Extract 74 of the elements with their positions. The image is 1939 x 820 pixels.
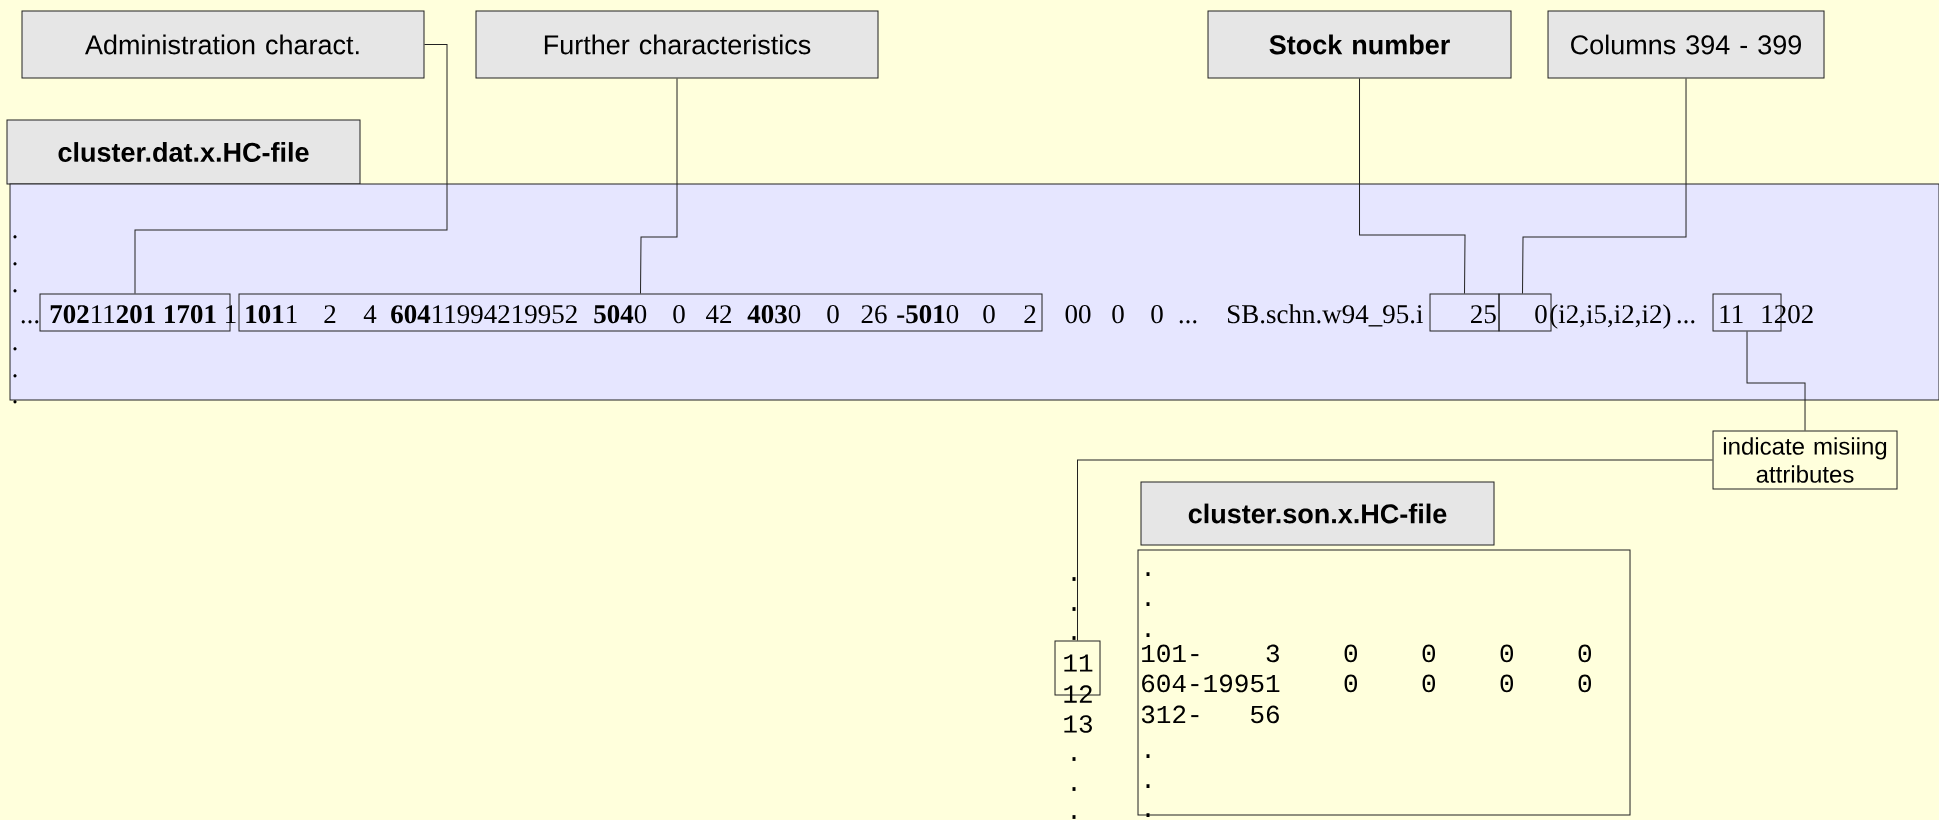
record-text: . <box>1146 602 1150 606</box>
record-text: . <box>1146 754 1150 758</box>
record-text: . <box>1146 572 1150 576</box>
record-text: 25 <box>1471 305 1496 324</box>
record-text: 4 <box>363 305 377 323</box>
record-text: 0 <box>1422 674 1435 693</box>
file-title-box: cluster.son.x.HC-file <box>1140 481 1495 546</box>
record-text: . <box>13 289 17 293</box>
record-text: 0 <box>1535 305 1547 324</box>
leader-line <box>1522 78 1687 294</box>
record-text: . <box>13 400 17 404</box>
record-text: 4030 <box>747 305 801 324</box>
leader-line <box>1077 459 1713 641</box>
record-text: (i2,i5,i2,i2) <box>1550 304 1671 329</box>
record-text: ... <box>1677 320 1695 324</box>
line-number: 12 <box>1064 685 1092 703</box>
label-box: Stock number <box>1207 10 1512 79</box>
record-text: 0 <box>827 305 839 324</box>
record-text: 42 <box>706 305 731 323</box>
record-text: 02 <box>1788 305 1813 324</box>
record-text: 0 <box>1151 305 1163 324</box>
record-text: 1011 <box>246 305 297 324</box>
record-text: 0 <box>1344 674 1357 693</box>
record-text: 3 <box>1266 644 1279 663</box>
record-text: . <box>1146 784 1150 788</box>
line-number: . <box>1072 815 1076 819</box>
line-number: . <box>1072 636 1076 640</box>
record-text: 0 <box>1344 644 1357 663</box>
leader-line <box>1359 78 1466 294</box>
record-text: 56 <box>1251 705 1279 724</box>
record-text: . <box>13 374 17 378</box>
leader-line <box>640 78 678 294</box>
record-text: 12 <box>1762 305 1786 323</box>
record-text: 0 <box>1500 644 1513 663</box>
label-box: Administration charact. <box>21 10 425 79</box>
record-text: 70211201 1701 1 <box>50 305 236 324</box>
record-text: 2 <box>324 305 336 323</box>
record-text: 0 <box>1500 674 1513 693</box>
record-text: . <box>1146 633 1150 637</box>
record-text: 0 <box>1422 644 1435 663</box>
record-text: 11 <box>1720 305 1743 323</box>
record-text: . <box>13 347 17 351</box>
note-box: indicate misiing attributes <box>1712 430 1898 490</box>
line-number: . <box>1072 607 1076 611</box>
record-text: -5010 <box>897 305 959 324</box>
record-text: 60411994219952 <box>391 305 577 324</box>
record-text: 2 <box>1024 305 1036 323</box>
record-text: 0 <box>1578 674 1591 693</box>
record-text: 00 <box>1065 305 1091 324</box>
record-text: ... <box>1179 320 1197 324</box>
line-number: . <box>1072 787 1076 791</box>
leader-line <box>1746 331 1806 431</box>
line-number: . <box>1072 577 1076 581</box>
record-text: 604-19951 <box>1142 674 1280 693</box>
record-text: 11 <box>1064 654 1093 672</box>
record-text: . <box>13 262 17 266</box>
record-text: 312- <box>1141 705 1199 724</box>
label-box: Columns 394 - 399 <box>1547 10 1825 79</box>
label-box: Further characteristics <box>475 10 879 79</box>
file-title-box: cluster.dat.x.HC-file <box>6 119 361 185</box>
record-text: 5040 <box>594 305 647 324</box>
record-text: 26 <box>861 305 887 324</box>
line-number: 13 <box>1064 715 1092 733</box>
record-text: 0 <box>983 305 995 324</box>
line-number: . <box>1072 757 1076 761</box>
record-text: 0 <box>1578 644 1591 663</box>
record-text: . <box>1146 813 1150 817</box>
record-text: ... <box>21 320 39 324</box>
record-text: 101- <box>1142 644 1199 663</box>
record-text: SB.schn.w94_95.i <box>1228 304 1423 327</box>
record-text: 0 <box>673 305 685 324</box>
leader-line <box>134 44 448 294</box>
record-text: 0 <box>1112 305 1124 324</box>
record-text: . <box>13 235 17 239</box>
